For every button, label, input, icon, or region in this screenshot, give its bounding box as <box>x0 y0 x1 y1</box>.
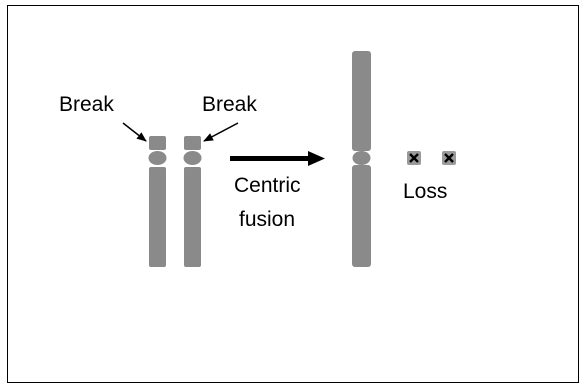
acrocentric-chromosome-left <box>148 136 167 267</box>
lower-arm <box>352 165 371 267</box>
break-pointer-right <box>203 122 239 142</box>
short-arm <box>149 136 166 150</box>
centric-fusion-label-line2: fusion <box>239 208 296 231</box>
centromere <box>352 151 371 165</box>
lost-fragment-1 <box>407 151 421 165</box>
x-mark-icon <box>409 153 419 163</box>
acrocentric-chromosome-right <box>183 136 202 267</box>
centromere <box>183 151 202 165</box>
x-mark-icon <box>444 153 454 163</box>
break-label-left: Break <box>59 93 114 116</box>
upper-arm <box>352 51 371 151</box>
centromere <box>148 151 167 165</box>
break-label-right: Break <box>202 93 257 116</box>
centric-fusion-label-line1: Centric <box>234 174 301 197</box>
break-pointer-left <box>122 122 147 142</box>
diagram-frame <box>7 5 579 383</box>
long-arm <box>184 167 201 267</box>
short-arm <box>184 136 201 150</box>
long-arm <box>149 167 166 267</box>
fused-chromosome <box>352 51 371 267</box>
loss-label: Loss <box>403 180 448 203</box>
lost-fragment-2 <box>442 151 456 165</box>
fusion-arrow <box>230 151 325 166</box>
